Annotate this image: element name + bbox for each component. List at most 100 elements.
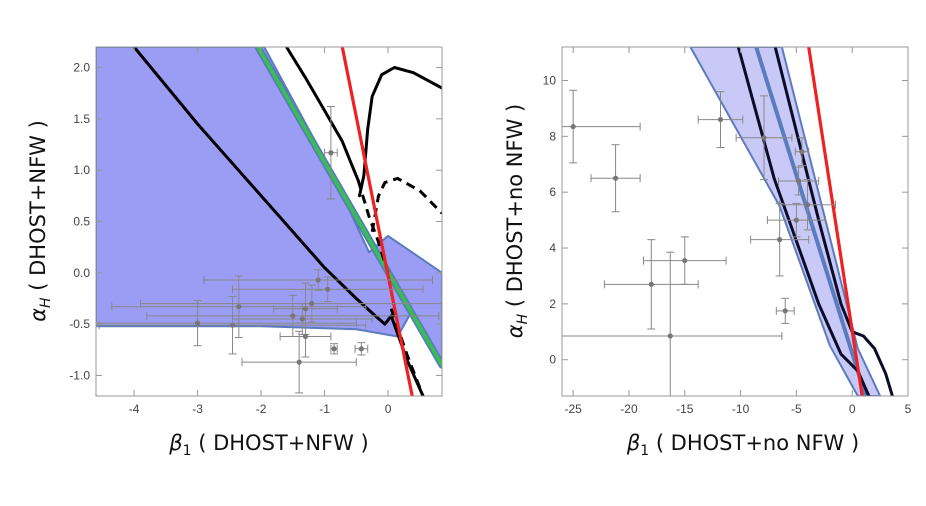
left-data-point-12	[98, 295, 367, 355]
left-x-tick-label-4: 0	[385, 402, 392, 416]
right-y-tick-label-2: 4	[549, 241, 556, 255]
right-data-point-5	[697, 91, 744, 149]
point-marker	[290, 313, 296, 319]
left-x-tick-label-2: -2	[256, 402, 267, 416]
right-ticks: -25 -20 -15 -10 -5 0 5 0 2 4 6 8 10	[543, 47, 912, 416]
right-x-axis-label: β1 ( DHOST+no NFW )	[626, 431, 859, 459]
left-y-tick-label-2: 0.0	[73, 266, 90, 280]
point-marker	[648, 281, 654, 287]
right-steel-line-0	[754, 47, 868, 396]
right-data-point-11	[778, 166, 820, 196]
point-marker	[793, 217, 799, 223]
right-x-tick-label-3: -10	[732, 402, 750, 416]
right-x-symbol: β	[626, 431, 640, 455]
left-data-point-4	[231, 276, 424, 303]
point-marker	[325, 286, 331, 292]
point-marker	[328, 150, 334, 156]
left-data-point-2	[330, 343, 339, 355]
right-x-tick-label-2: -15	[676, 402, 694, 416]
left-y-axis-label: αH ( DHOST+NFW )	[26, 120, 54, 322]
right-x-tick-label-1: -20	[620, 402, 638, 416]
point-marker	[194, 320, 201, 326]
right-confidence-band	[689, 47, 882, 396]
right-data-point-3	[562, 251, 783, 396]
point-marker	[804, 202, 811, 208]
right-x-tick-label-6: 5	[905, 402, 912, 416]
right-y-subscript: H	[515, 313, 531, 324]
left-chart: -4 -3 -2 -1 0 -1.0 -0.5 0.0 0.5 1.0 1.5 2.0 β1 ( DH…	[26, 46, 443, 459]
left-black-solid-2	[285, 47, 360, 182]
right-x-tick-label-0: -25	[564, 402, 582, 416]
left-y-tick-label-3: 0.5	[73, 215, 90, 229]
left-black-dashed-5	[370, 176, 442, 233]
left-x-tick-label-3: -1	[319, 402, 330, 416]
left-x-axis-label: β1 ( DHOST+NFW )	[168, 431, 369, 459]
left-y-tick-label-0: -1.0	[69, 368, 90, 382]
left-x-tick-label-0: -4	[129, 402, 140, 416]
point-marker	[717, 116, 724, 123]
left-ticks: -4 -3 -2 -1 0 -1.0 -0.5 0.0 0.5 1.0 1.5 2.0	[69, 47, 442, 416]
left-y-symbol: α	[26, 308, 50, 322]
point-marker	[299, 316, 305, 322]
point-marker	[612, 175, 619, 181]
left-data-point-3	[203, 269, 433, 291]
point-marker	[667, 333, 673, 339]
point-marker	[796, 178, 802, 184]
right-data-point-6	[735, 95, 793, 181]
right-x-subscript: 1	[640, 443, 649, 459]
point-marker	[799, 149, 805, 155]
right-y-tick-label-4: 8	[549, 129, 556, 143]
left-x-subscript: 1	[183, 443, 192, 459]
right-y-tick-label-1: 2	[549, 297, 556, 311]
right-data-point-7	[750, 202, 810, 277]
right-data-point-8	[775, 297, 795, 324]
left-green-line-0	[256, 47, 442, 367]
left-x-tick-label-1: -3	[192, 402, 203, 416]
left-data-point-1	[354, 342, 369, 356]
right-y-label-text: ( DHOST+no NFW )	[503, 104, 527, 314]
right-data-point-9	[766, 202, 826, 238]
left-data-point-10	[241, 330, 357, 394]
right-data-point-1	[590, 144, 641, 213]
point-marker	[358, 346, 364, 352]
point-marker	[302, 306, 309, 312]
point-marker	[782, 308, 788, 314]
point-marker	[761, 135, 767, 141]
left-y-tick-label-5: 1.5	[73, 112, 90, 126]
right-data-point-0	[562, 89, 641, 164]
left-y-tick-label-6: 2.0	[73, 61, 90, 75]
left-y-tick-label-4: 1.0	[73, 163, 90, 177]
point-marker	[236, 304, 242, 310]
right-data-point-12	[779, 179, 836, 231]
right-y-tick-label-5: 10	[543, 74, 557, 88]
point-marker	[229, 322, 236, 328]
right-data-point-4	[642, 236, 727, 285]
point-marker	[296, 359, 302, 365]
left-data-point-8	[231, 303, 373, 335]
right-curves	[736, 47, 894, 396]
right-x-label-text: ( DHOST+no NFW )	[649, 431, 859, 455]
right-y-symbol: α	[503, 324, 527, 338]
point-marker	[331, 346, 337, 352]
right-y-tick-label-3: 6	[549, 185, 556, 199]
point-marker	[777, 237, 783, 243]
right-chart: -25 -20 -15 -10 -5 0 5 0 2 4 6 8 10 β1 ( DHOST+no NF…	[503, 46, 912, 459]
left-black-solid-4	[358, 66, 442, 198]
left-y-label-text: ( DHOST+NFW )	[26, 120, 50, 297]
point-marker	[682, 257, 688, 264]
point-marker	[302, 333, 309, 340]
left-data-point-11	[111, 275, 367, 338]
left-data-point-13	[96, 300, 357, 347]
left-x-label-text: ( DHOST+NFW )	[192, 431, 369, 455]
right-x-tick-label-4: -5	[791, 402, 802, 416]
point-marker	[315, 277, 321, 283]
right-band-polygon	[689, 47, 882, 396]
right-x-tick-label-5: 0	[849, 402, 856, 416]
left-data-point-0	[324, 106, 338, 200]
left-y-tick-label-1: -0.5	[69, 317, 90, 331]
right-y-tick-label-0: 0	[549, 353, 556, 367]
right-red-line-3	[807, 47, 864, 396]
point-marker	[570, 123, 576, 130]
left-x-symbol: β	[168, 431, 182, 455]
